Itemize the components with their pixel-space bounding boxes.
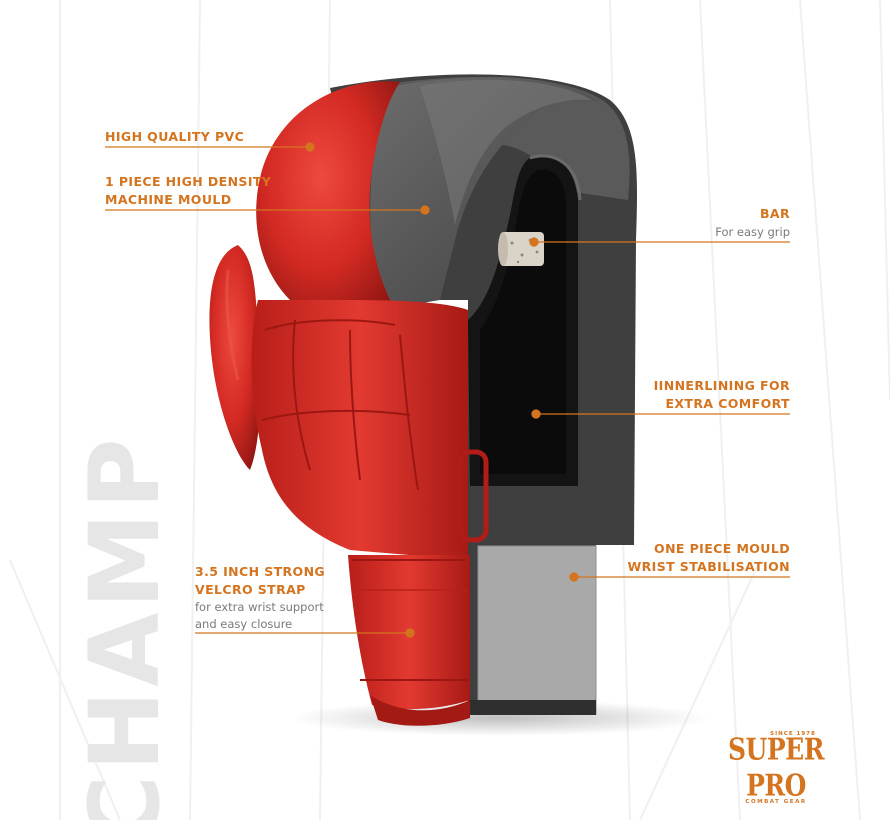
logo-tagline: COMBAT GEAR xyxy=(745,799,807,805)
callout-strap-title: 3.5 INCH STRONG VELCRO STRAP xyxy=(195,564,326,597)
super-pro-logo: SINCE 1978 SUPER PRO COMBAT GEAR xyxy=(716,730,836,805)
callout-lining-title: IINNERLINING FOR EXTRA COMFORT xyxy=(653,378,790,411)
callout-bar-title: BAR xyxy=(759,206,790,221)
logo-name: SUPER PRO xyxy=(728,732,825,803)
callout-bar-sub: For easy grip xyxy=(715,225,790,239)
callout-wrist-title: ONE PIECE MOULD WRIST STABILISATION xyxy=(627,541,790,574)
callout-mould-title: 1 PIECE HIGH DENSITY MACHINE MOULD xyxy=(105,174,272,207)
callout-pvc-title: HIGH QUALITY PVC xyxy=(105,129,245,144)
callout-strap-sub: for extra wrist support and easy closure xyxy=(195,600,324,631)
logo-since: SINCE 1978 xyxy=(770,731,816,737)
